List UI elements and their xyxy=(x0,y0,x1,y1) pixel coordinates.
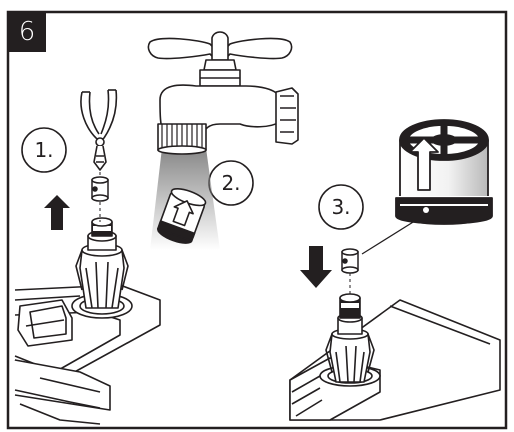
outdoor-tap xyxy=(148,32,298,154)
pliers-icon xyxy=(81,90,116,170)
left-cartridge xyxy=(76,218,128,308)
up-arrow-icon xyxy=(44,195,70,230)
aerator-detail xyxy=(396,120,492,224)
callout-label-1: 1. xyxy=(22,128,66,172)
step-number-badge: 6 xyxy=(8,12,46,52)
left-small-aerator xyxy=(92,177,108,201)
right-sink-base xyxy=(290,300,500,420)
right-small-aerator xyxy=(342,249,358,273)
callout-label-2: 2. xyxy=(209,161,253,205)
right-cartridge xyxy=(326,294,374,382)
down-arrow-icon xyxy=(300,246,332,288)
callout-label-3: 3. xyxy=(319,185,363,229)
